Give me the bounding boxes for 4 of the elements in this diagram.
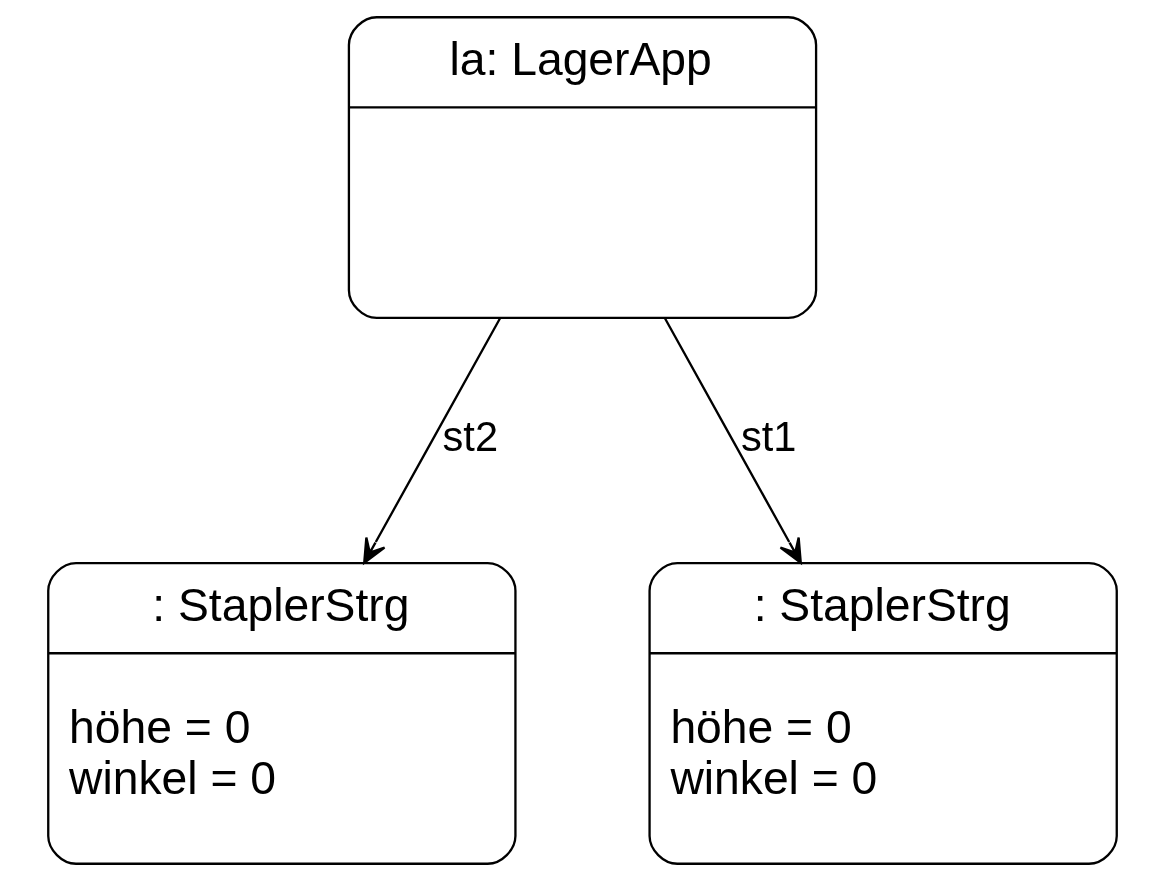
edge-label: st1 (740, 412, 797, 460)
arrow (664, 317, 802, 564)
arrow (363, 317, 501, 564)
edge-label: st2 (442, 412, 499, 460)
